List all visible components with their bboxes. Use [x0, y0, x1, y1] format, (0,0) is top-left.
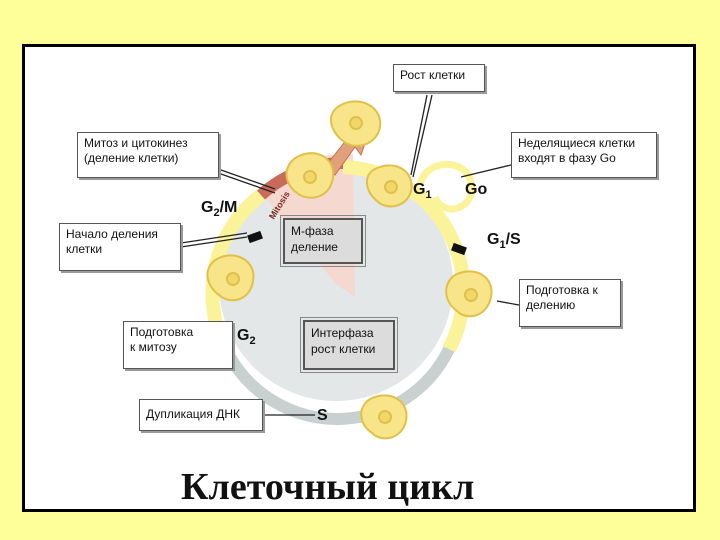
label-g1-letter: G: [413, 181, 426, 198]
label-g1s-letter: G: [487, 231, 500, 248]
callout-mitosis: Митоз и цитокинез (деление клетки): [77, 132, 219, 178]
connector-growth: [410, 94, 428, 176]
cell-nucleus-mitosis: [303, 170, 317, 184]
interphase-box: Интерфаза рост клетки: [300, 317, 398, 373]
label-g2m-letter: G: [201, 199, 214, 216]
connector-division-start: [180, 232, 248, 244]
connector-prep-division: [496, 300, 520, 306]
diagram-frame: Mitosis Рост клетки Митоз и цитокинез (д…: [22, 44, 696, 512]
label-g1: G1: [413, 181, 432, 201]
diagram-title: Клеточный цикл: [181, 466, 475, 508]
cell-nucleus-bottom: [378, 410, 392, 424]
label-g1s-sub: 1: [499, 239, 506, 252]
callout-dna-duplication: Дупликация ДНК: [139, 399, 263, 431]
label-g2-sub: 2: [249, 335, 256, 348]
label-g2m-sub: 2: [213, 207, 220, 220]
label-g2-letter: G: [237, 327, 250, 344]
cell-blobs: [206, 100, 493, 440]
cell-nucleus-g1: [384, 180, 398, 194]
ring-s-phase: [224, 346, 455, 425]
label-g2: G2: [237, 327, 256, 347]
cell-cycle-diagram: Mitosis: [180, 94, 520, 440]
callout-division-start: Начало деления клетки: [59, 223, 181, 271]
callout-growth: Рост клетки: [393, 64, 485, 92]
connector-nondividing: [460, 164, 512, 178]
connector-growth-2: [412, 94, 433, 178]
go-loop: [416, 160, 476, 213]
label-g1-sub: 1: [425, 189, 432, 202]
m-phase-box: М-фаза деление: [280, 215, 366, 267]
label-go: Go: [465, 181, 488, 198]
callout-prep-division: Подготовка к делению: [519, 279, 621, 327]
callout-prep-mitosis: Подготовка к митозу: [123, 321, 233, 369]
label-g2m: G2/M: [201, 199, 237, 219]
callout-nondividing: Неделящиеся клетки входят в фазу Go: [511, 132, 657, 178]
connector-division-start-2: [180, 236, 248, 248]
cell-nucleus-top: [349, 116, 363, 130]
checkpoint-g1s-marker: [451, 242, 467, 256]
cell-nucleus-left: [226, 272, 240, 286]
cell-nucleus-right: [464, 288, 478, 302]
checkpoint-g2m-marker: [247, 230, 263, 244]
label-s: S: [317, 407, 328, 424]
label-g2m-rest: /M: [219, 199, 238, 216]
label-g1s-rest: /S: [505, 231, 521, 248]
label-g1s: G1/S: [487, 231, 521, 251]
